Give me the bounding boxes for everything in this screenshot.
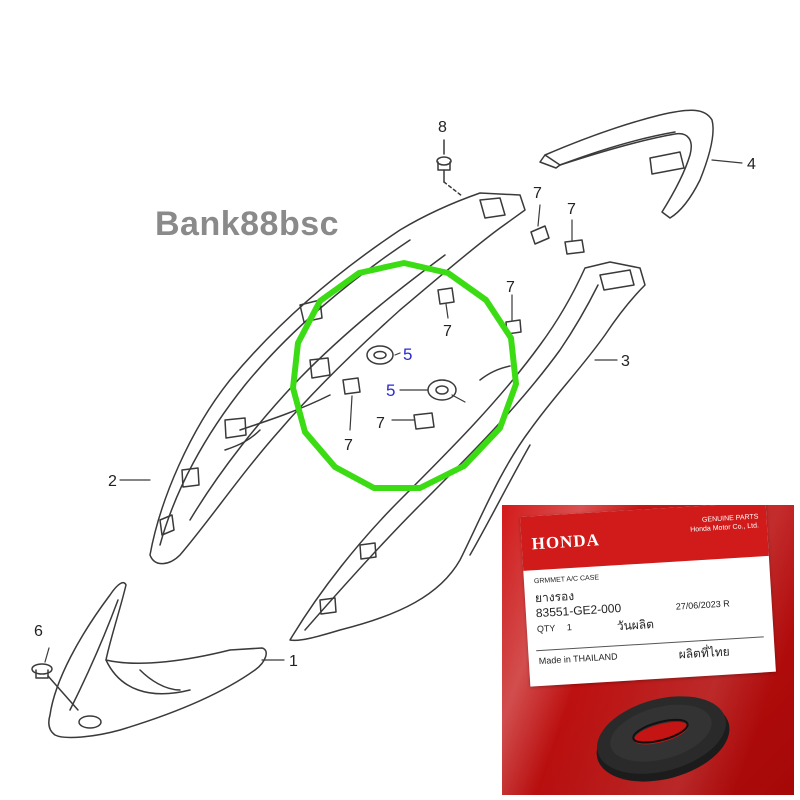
grommet-photo [596,696,730,782]
callout-4: 4 [747,156,756,173]
watermark-text: Bank88bsc [155,205,340,243]
callout-3: 3 [621,353,630,370]
callout-7-c: 7 [443,323,452,340]
callout-5-a: 5 [403,345,412,364]
product-photo: HONDA GENUINE PARTS Honda Motor Co., Ltd… [502,505,794,795]
rear-cowl-part-4 [539,109,714,219]
callout-2: 2 [108,473,117,490]
grommet-photo-shape [596,696,730,782]
callout-7-f: 7 [376,415,385,432]
bolt-part-6 [31,663,79,711]
callout-7-d: 7 [506,279,515,296]
callout-5-b: 5 [386,381,395,400]
screw-part-8 [436,139,463,197]
callout-7-a: 7 [533,185,542,202]
callout-6: 6 [34,623,43,640]
lower-rear-panel-part-1 [48,582,267,739]
callout-7-e: 7 [344,437,353,454]
side-cover-right-part-3 [289,261,646,642]
callout-8: 8 [438,119,447,136]
leader-lines [44,159,743,663]
callout-7-b: 7 [567,201,576,218]
callout-1: 1 [289,653,298,670]
side-cover-left-part-2 [149,192,526,565]
highlight-polygon [290,260,519,491]
